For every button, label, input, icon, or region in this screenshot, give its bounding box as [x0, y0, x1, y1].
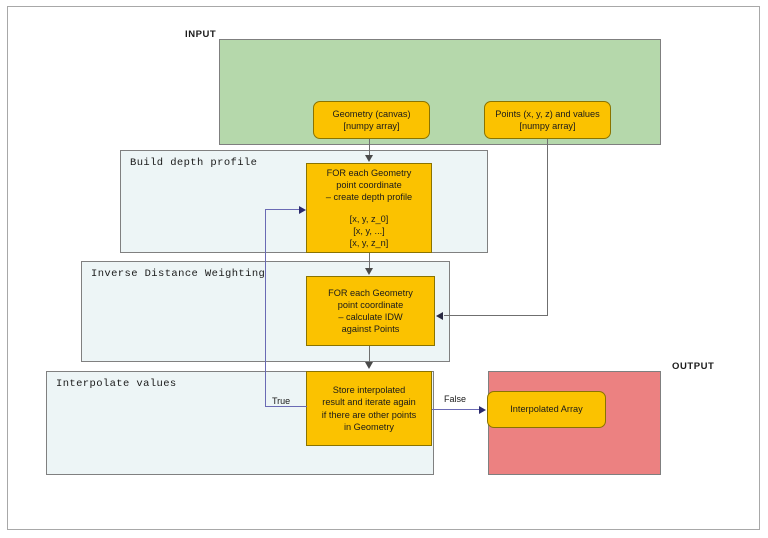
connector-false-to-output — [432, 409, 482, 410]
edge-label-true: True — [272, 396, 291, 406]
store-iterate-node[interactable]: Store interpolated result and iterate ag… — [306, 371, 432, 446]
arrowhead-depth-profile-to-idw — [365, 268, 373, 275]
stage-inverse-distance-weighting-title: Inverse Distance Weighting — [91, 268, 266, 280]
points-input-line-1: Points (x, y, z) and values — [495, 108, 600, 119]
edge-label-false: False — [444, 394, 467, 404]
arrowhead-false-to-output — [479, 406, 486, 414]
output-zone-label: OUTPUT — [672, 361, 715, 372]
store-iterate-line-2: result and iterate again — [322, 397, 416, 408]
connector-depth-profile-to-idw — [369, 253, 370, 269]
geometry-input-line-2: [numpy array] — [343, 121, 400, 131]
input-zone-label: INPUT — [185, 29, 217, 40]
idw-node[interactable]: FOR each Geometry point coordinate – cal… — [306, 276, 435, 346]
stage-interpolate-values-title: Interpolate values — [56, 378, 177, 390]
connector-points-to-idw — [444, 315, 548, 316]
store-iterate-line-4: in Geometry — [343, 421, 395, 432]
points-input-line-2: [numpy array] — [519, 121, 576, 131]
connector-idw-to-store — [369, 346, 370, 363]
stage-build-depth-profile: Build depth profile — [120, 150, 488, 253]
depth-profile-line-3: – create depth profile — [325, 192, 413, 203]
connector-geometry-to-depth-profile — [369, 139, 370, 156]
arrowhead-geometry-to-depth-profile — [365, 155, 373, 162]
depth-profile-line-1: FOR each Geometry — [326, 167, 412, 178]
idw-line-2: point coordinate — [337, 299, 404, 310]
depth-profile-array-line-3: [x, y, z_n] — [349, 237, 389, 248]
depth-profile-array-line-1: [x, y, z_0] — [349, 213, 389, 224]
idw-line-4: against Points — [341, 324, 400, 335]
geometry-input-line-1: Geometry (canvas) — [332, 108, 411, 119]
connector-true-loop-top — [265, 209, 301, 210]
depth-profile-array-line-2: [x, y, ...] — [353, 225, 385, 236]
points-input-node[interactable]: Points (x, y, z) and values [numpy array… — [484, 101, 611, 139]
arrowhead-points-to-idw — [436, 312, 443, 320]
geometry-input-node[interactable]: Geometry (canvas) [numpy array] — [313, 101, 430, 139]
connector-true-loop-vertical — [265, 209, 266, 407]
interpolated-array-node[interactable]: Interpolated Array — [487, 391, 606, 428]
idw-line-3: – calculate IDW — [338, 312, 403, 322]
connector-true-loop-bottom — [265, 406, 307, 407]
store-iterate-line-1: Store interpolated — [332, 385, 406, 396]
arrowhead-true-loop — [299, 206, 306, 214]
depth-profile-line-2: point coordinate — [336, 180, 402, 191]
arrowhead-idw-to-store — [365, 362, 373, 369]
depth-profile-node[interactable]: FOR each Geometry point coordinate – cre… — [306, 163, 432, 253]
stage-build-depth-profile-title: Build depth profile — [130, 157, 258, 169]
interpolated-array-line-1: Interpolated Array — [510, 404, 583, 415]
idw-line-1: FOR each Geometry — [328, 287, 413, 298]
connector-points-down — [547, 139, 548, 316]
store-iterate-line-3: if there are other points — [321, 409, 417, 420]
